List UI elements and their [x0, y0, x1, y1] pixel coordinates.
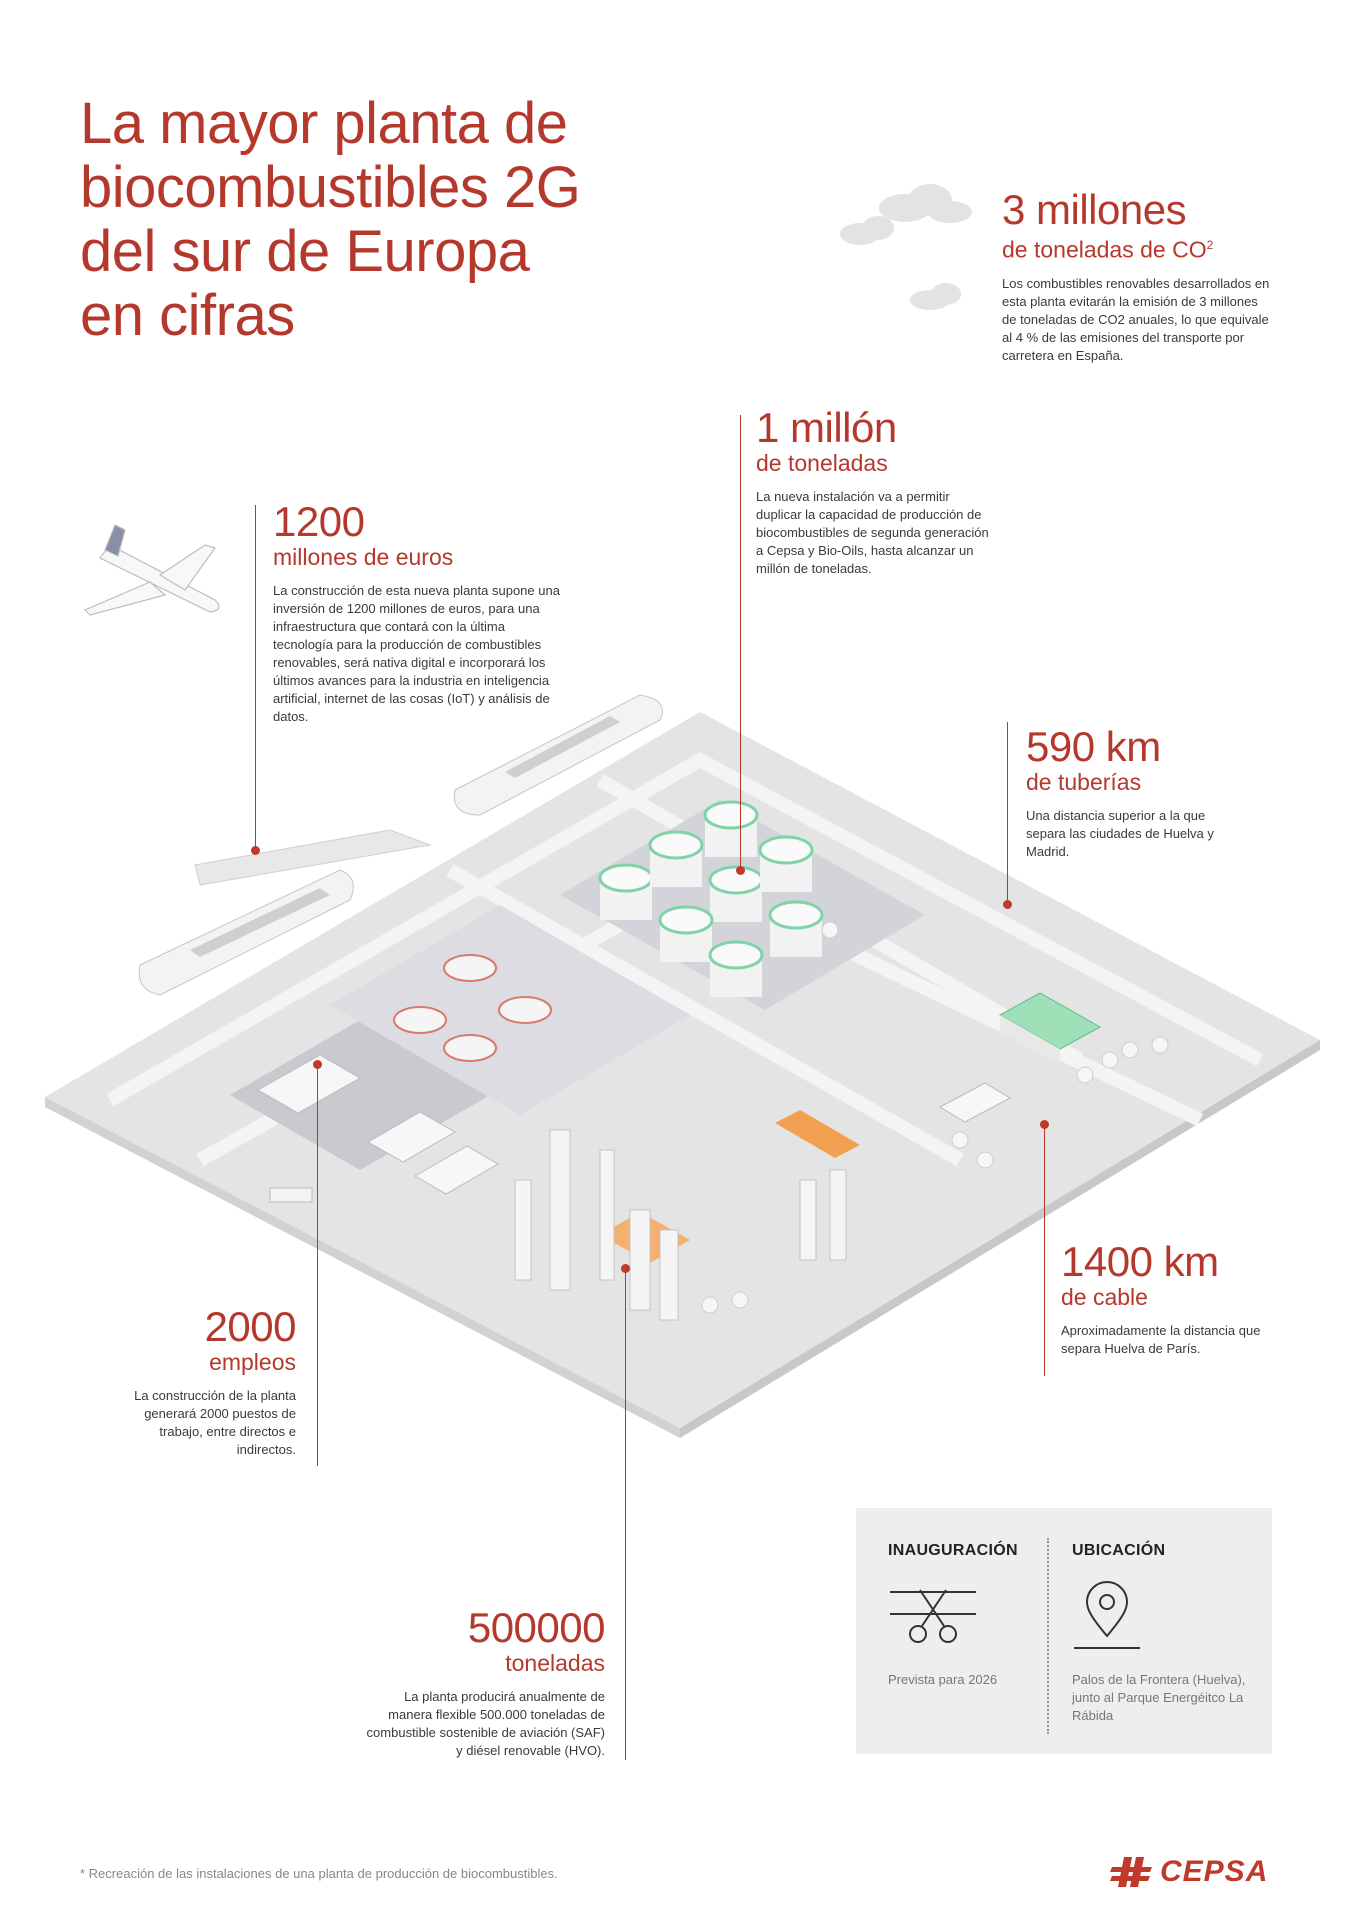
stat-tons: 500000 toneladas La planta producirá anu… — [360, 1604, 606, 1760]
stat-cable-desc: Aproximadamente la distancia que separa … — [1061, 1323, 1261, 1356]
location-pin-icon — [1074, 1581, 1140, 1649]
stat-investment-desc: La construcción de esta nueva planta sup… — [273, 583, 560, 724]
ship-icon — [453, 694, 663, 816]
location-column: UBICACIÓN Palos de la Frontera (Huelva),… — [1072, 1542, 1252, 1725]
callout-dot-jobs — [313, 1060, 322, 1069]
brand-logo: CEPSA — [1110, 1855, 1268, 1889]
stat-investment-value: 1200 — [273, 498, 365, 545]
cepsa-logo-icon — [1110, 1857, 1152, 1887]
stat-capacity-desc: La nueva instalación va a permitir dupli… — [756, 489, 989, 576]
stat-capacity-value: 1 millón — [756, 404, 897, 451]
stat-pipes-unit: de tuberías — [1026, 769, 1142, 795]
info-box: INAUGURACIÓN Prevista para 2026 UBICACIÓ… — [856, 1508, 1272, 1754]
stat-cable-unit: de cable — [1061, 1284, 1148, 1310]
stat-pipes: 590 km de tuberías Una distancia superio… — [1026, 725, 1226, 861]
stat-tons-value: 500000 — [467, 1604, 606, 1651]
info-separator — [1047, 1538, 1049, 1734]
callout-line-cable — [1044, 1124, 1045, 1376]
stat-cable: 1400 km de cable Aproximadamente la dist… — [1061, 1240, 1261, 1358]
stat-tons-desc: La planta producirá anualmente de manera… — [366, 1689, 605, 1758]
callout-line-pipes — [1007, 722, 1008, 904]
title-line-1: La mayor planta de — [80, 91, 568, 156]
stat-capacity-unit: de toneladas — [756, 450, 888, 476]
scissors-icon — [890, 1589, 976, 1643]
location-value: Palos de la Frontera (Huelva), junto al … — [1072, 1672, 1246, 1723]
stat-jobs-desc: La construcción de la planta generará 20… — [134, 1388, 296, 1457]
cloud-icon — [840, 184, 972, 310]
title-line-4: en cifras — [80, 283, 295, 348]
inauguration-label: INAUGURACIÓN — [888, 1542, 1018, 1559]
title-line-2: biocombustibles 2G — [80, 155, 581, 220]
ship-icon — [138, 869, 354, 996]
inauguration-column: INAUGURACIÓN Prevista para 2026 — [888, 1542, 1038, 1689]
airplane-icon — [83, 524, 220, 616]
page-title: La mayor planta de biocombustibles 2G de… — [80, 92, 680, 348]
location-label: UBICACIÓN — [1072, 1542, 1166, 1559]
stat-tons-unit: toneladas — [505, 1650, 605, 1676]
callout-line-capacity — [740, 415, 741, 870]
stat-pipes-desc: Una distancia superior a la que separa l… — [1026, 808, 1214, 859]
stat-investment: 1200 millones de euros La construcción d… — [273, 500, 568, 726]
callout-dot-cable — [1040, 1120, 1049, 1129]
stat-investment-unit: millones de euros — [273, 544, 454, 570]
callout-line-investment — [255, 505, 256, 850]
callout-dot-pipes — [1003, 900, 1012, 909]
title-line-3: del sur de Europa — [80, 219, 530, 284]
callout-line-tons — [625, 1268, 626, 1760]
stat-pipes-value: 590 km — [1026, 723, 1161, 770]
callout-line-jobs — [317, 1064, 318, 1466]
inauguration-value: Prevista para 2026 — [888, 1672, 998, 1687]
stat-capacity: 1 millón de toneladas La nueva instalaci… — [756, 406, 996, 578]
callout-dot-investment — [251, 846, 260, 855]
stat-co2-unit: de toneladas de CO2 — [1002, 236, 1214, 263]
footnote: * Recreación de las instalaciones de una… — [80, 1866, 558, 1881]
stat-co2: 3 millones de toneladas de CO2 Los combu… — [1002, 188, 1272, 365]
stat-co2-desc: Los combustibles renovables desarrollado… — [1002, 275, 1270, 363]
callout-dot-tons — [621, 1264, 630, 1273]
callout-dot-capacity — [736, 866, 745, 875]
brand-name: CEPSA — [1160, 1855, 1269, 1888]
stat-jobs-value: 2000 — [204, 1303, 297, 1350]
stat-cable-value: 1400 km — [1061, 1238, 1219, 1285]
stat-jobs: 2000 empleos La construcción de la plant… — [100, 1305, 296, 1459]
stat-co2-value: 3 millones — [1002, 186, 1187, 233]
stat-jobs-unit: empleos — [209, 1349, 296, 1375]
